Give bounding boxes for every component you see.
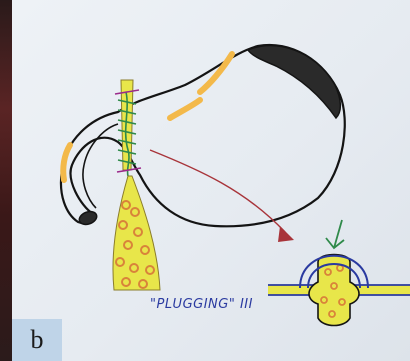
fundus-dark-fill xyxy=(248,45,340,118)
pointer-arrow-line xyxy=(150,150,285,232)
orange-highlight-left xyxy=(63,145,70,180)
inset-arrow xyxy=(326,220,344,248)
stomach-inner-curve xyxy=(83,124,118,208)
pylorus-dark-tip xyxy=(77,209,98,226)
caption: "PLUGGING" III xyxy=(150,297,253,312)
orange-highlight-mid xyxy=(170,100,200,118)
panel-label: b xyxy=(12,319,62,361)
pointer-arrow-head xyxy=(278,226,294,242)
